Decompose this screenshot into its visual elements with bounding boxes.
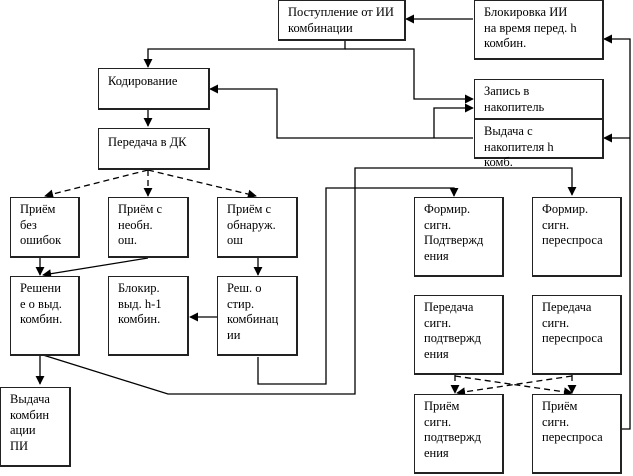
box-kodirovanie: Кодирование (98, 68, 210, 110)
box-priem-bez-oshibok: Приём без ошибок (10, 197, 80, 258)
box-peredacha-perespro: Передача сигн. переспроса (532, 295, 622, 375)
box-blokirovka-ii: Блокировка ИИ на время перед. h комбин. (474, 0, 604, 60)
box-peredacha-v-dk: Передача в ДК (98, 128, 210, 170)
box-peredacha-podtverzhdeniya: Передача сигн. подтвержд ения (414, 295, 504, 375)
box-vydacha-s-nakopitelya: Выдача с накопителя h комб. (474, 119, 604, 169)
box-reshenie-o-vyd: Решени е о выд. комбин. (10, 276, 80, 356)
arrow-dk-to-priem-obnar (147, 169, 257, 199)
box-vydacha-kombinacii-pi: Выдача комбин ации ПИ (0, 387, 71, 467)
arrow-reshenie-to-formir-peresp (42, 167, 577, 395)
arrow-vydacha-to-kodirovanie (209, 84, 473, 139)
arrow-postuplenie-to-kodirovanie (143, 40, 346, 68)
box-priem-s-neobn: Приём с необн. ош. (108, 197, 189, 258)
arrow-dk-to-priem-bez (44, 169, 149, 199)
box-priem-perespro: Приём сигн. переспроса (532, 394, 622, 474)
arrow-feedback-to-zapis (433, 103, 474, 138)
box-formir-perespro: Формир. сигн. переспроса (532, 197, 622, 277)
arrow-resh-stir-to-formir-podtv (257, 187, 459, 385)
arrow-priem-neobn-to-reshenie (42, 257, 149, 279)
box-zapis-v-nakopitel: Запись в накопитель (474, 79, 604, 120)
box-priem-podtverzhdeniya: Приём сигн. подтвержд ения (414, 394, 504, 474)
arrow-postuplenie-to-zapis (345, 48, 474, 104)
box-blokir-vyd: Блокир. выд. h-1 комбин. (108, 276, 189, 356)
box-formir-podtverzhdeniya: Формир. сигн. Подтвержд ения (414, 197, 504, 277)
box-postuplenie: Поступление от ИИ комбинации (278, 0, 406, 41)
box-resh-o-stir: Реш. о стир. комбинац ии (217, 276, 298, 356)
box-priem-s-obnaruzh: Приём с обнаруж. ош (217, 197, 298, 258)
